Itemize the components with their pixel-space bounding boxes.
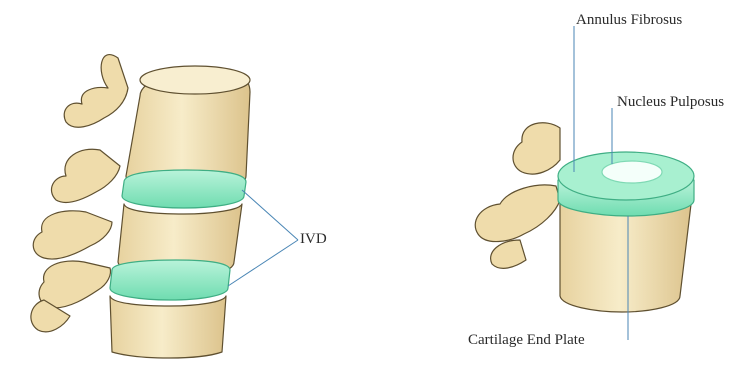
single-vertebra (475, 123, 694, 312)
label-nucleus-pulposus: Nucleus Pulposus (617, 95, 724, 110)
single-vertebra-processes (475, 123, 560, 269)
label-annulus-fibrosus: Annulus Fibrosus (576, 13, 682, 28)
ivd-leader-lines (228, 190, 298, 286)
vertebral-column (31, 55, 250, 358)
label-cartilage-end-plate: Cartilage End Plate (468, 333, 585, 348)
nucleus-pulposus (602, 161, 662, 183)
ivd-disc-upper (122, 170, 246, 208)
vertebra-endplate-top (140, 66, 250, 94)
label-ivd: IVD (300, 232, 327, 247)
vertebra-body-bottom (110, 296, 226, 358)
ivd-disc-lower (110, 260, 230, 300)
